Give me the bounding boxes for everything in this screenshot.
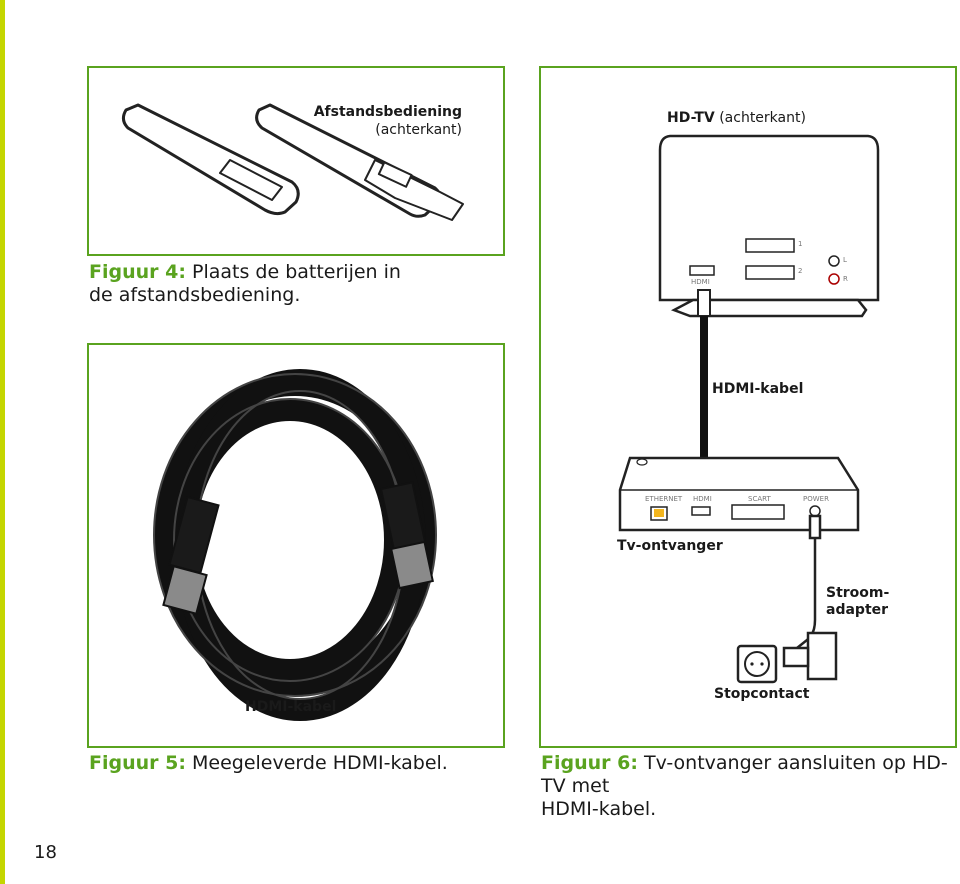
figure5-caption-text: Meegeleverde HDMI-kabel. bbox=[192, 752, 448, 774]
receiver-port-scart: SCART bbox=[748, 495, 771, 503]
receiver-label: Tv-ontvanger bbox=[617, 538, 723, 554]
adapter-label-line1: Stroom- bbox=[826, 585, 890, 601]
receiver-port-power: POWER bbox=[803, 495, 829, 503]
receiver-port-ethernet: ETHERNET bbox=[645, 495, 683, 503]
tv-port-2-label: 2 bbox=[798, 267, 803, 275]
figure6-caption-line2: HDMI-kabel. bbox=[541, 798, 657, 820]
tv-title-label: HD-TV (achterkant) bbox=[667, 110, 806, 126]
figure4-caption-line1: Plaats de batterijen in bbox=[192, 261, 401, 283]
figure6-caption-line1: Tv-ontvanger aansluiten op HD-TV met bbox=[541, 752, 948, 797]
remote-label-sub: (achterkant) bbox=[375, 122, 462, 138]
figure5-caption-number: Figuur 5: bbox=[89, 752, 186, 774]
page-number: 18 bbox=[34, 842, 57, 863]
hdmi-plug-left bbox=[162, 495, 220, 615]
tv-title: HD-TV bbox=[667, 110, 715, 126]
adapter-label: Stroom- adapter bbox=[826, 585, 889, 619]
figure4-caption: Figuur 4: Plaats de batterijen in de afs… bbox=[89, 261, 509, 307]
tv-port-l-label: L bbox=[843, 256, 847, 264]
wall-socket bbox=[736, 644, 778, 684]
adapter-label-line2: adapter bbox=[826, 602, 889, 618]
figure6-caption-number: Figuur 6: bbox=[541, 752, 638, 774]
hdmi-plug-right bbox=[379, 481, 434, 590]
tv-receiver bbox=[618, 456, 860, 532]
remote-control-closed bbox=[121, 103, 300, 216]
figure4-caption-number: Figuur 4: bbox=[89, 261, 186, 283]
power-adapter bbox=[782, 631, 838, 681]
figure5-caption: Figuur 5: Meegeleverde HDMI-kabel. bbox=[89, 752, 448, 775]
hd-tv-back bbox=[658, 134, 880, 318]
tv-port-1-label: 1 bbox=[798, 240, 803, 248]
tv-port-r-label: R bbox=[843, 275, 848, 283]
figure6-caption: Figuur 6: Tv-ontvanger aansluiten op HD-… bbox=[541, 752, 956, 821]
remote-label: Afstandsbediening (achterkant) bbox=[300, 103, 462, 139]
figure4-panel bbox=[87, 66, 505, 256]
remote-control-open bbox=[255, 103, 464, 221]
socket-label: Stopcontact bbox=[714, 686, 810, 702]
figure4-caption-line2: de afstandsbediening. bbox=[89, 284, 301, 306]
remote-label-title: Afstandsbediening bbox=[313, 104, 462, 120]
page-edge-rule bbox=[0, 0, 5, 884]
tv-port-hdmi-label: HDMI bbox=[691, 278, 710, 286]
receiver-port-hdmi: HDMI bbox=[693, 495, 712, 503]
figure6-cable-label: HDMI-kabel bbox=[712, 381, 804, 397]
power-cable bbox=[796, 514, 822, 649]
figure5-cable-label: HDMI-kabel bbox=[245, 699, 337, 715]
tv-title-sub: (achterkant) bbox=[719, 110, 806, 126]
